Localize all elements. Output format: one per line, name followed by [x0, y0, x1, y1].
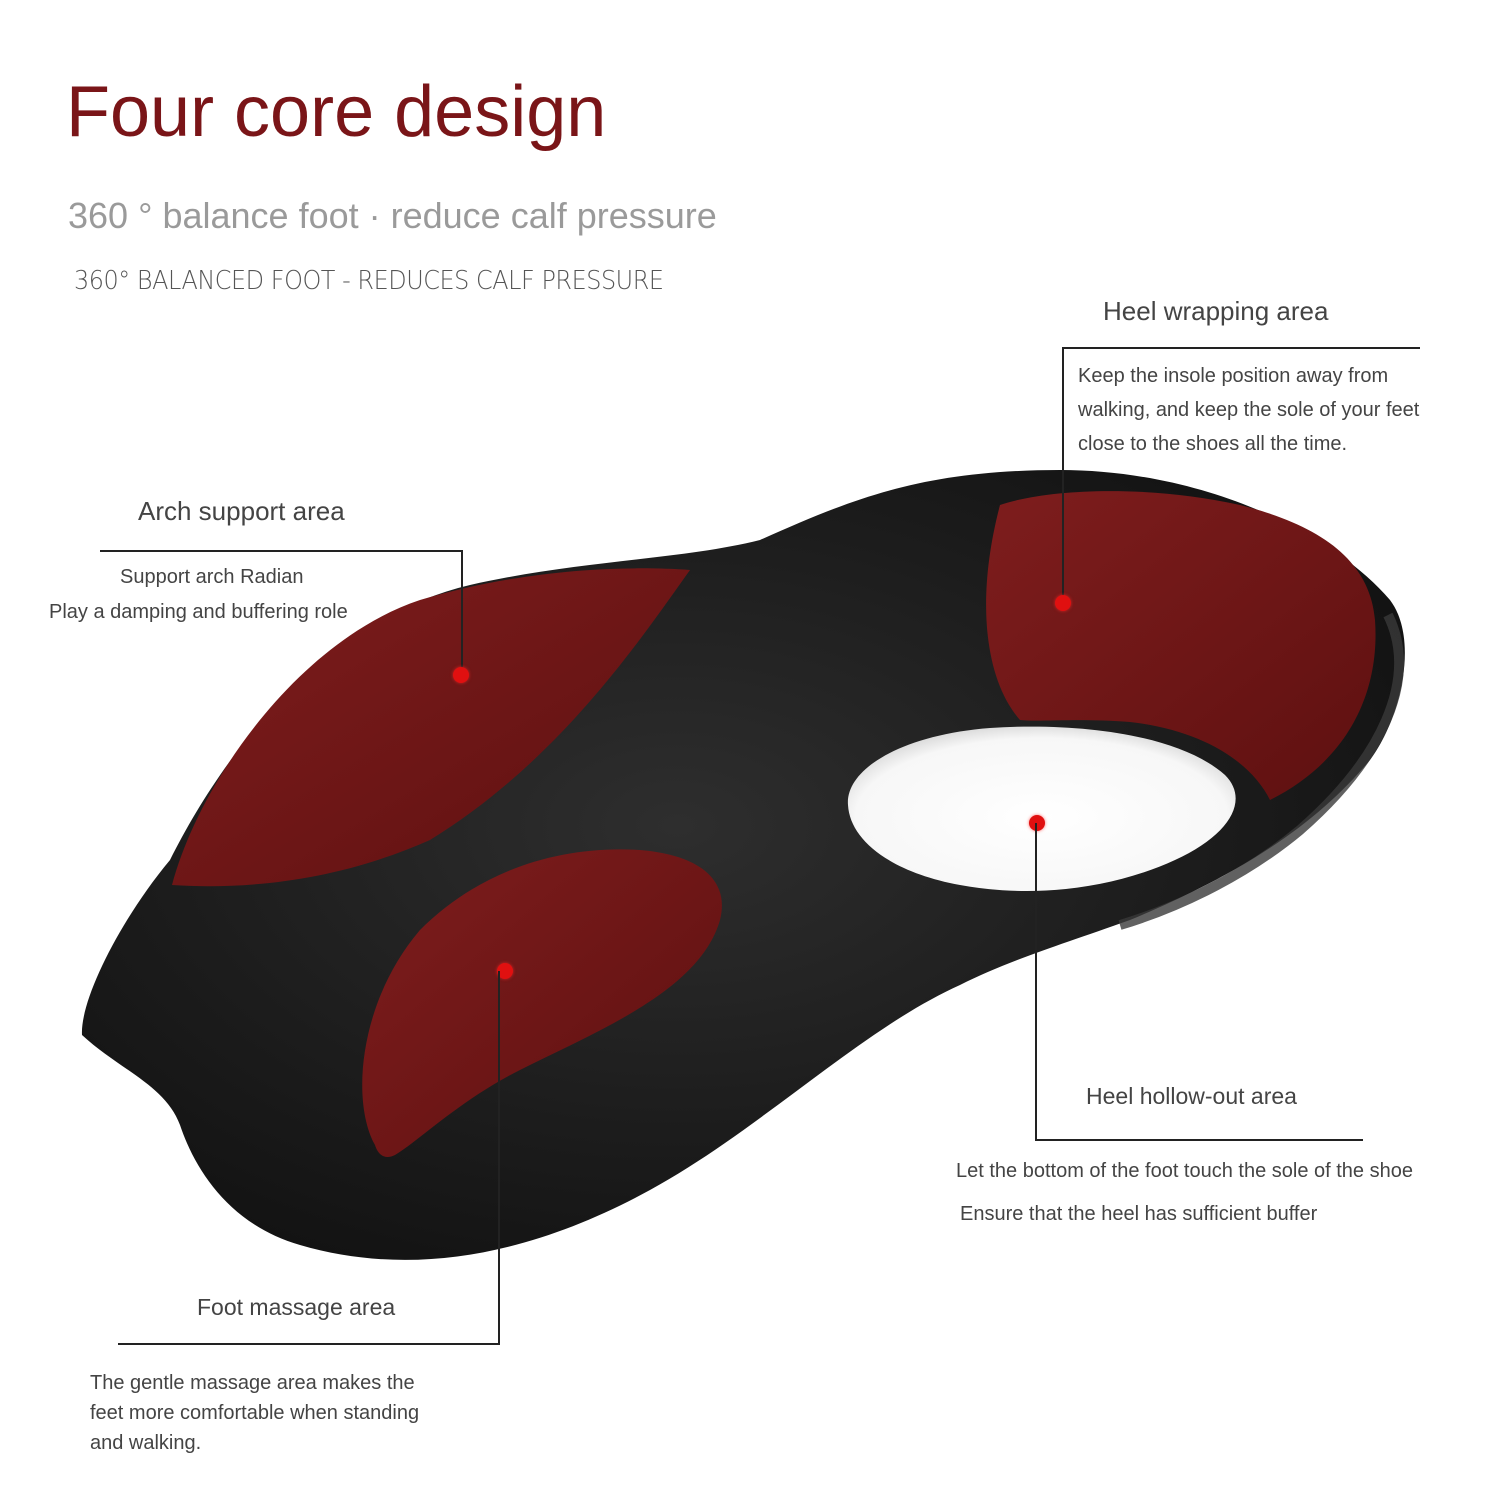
heel-wrapping-leader-v — [1062, 347, 1064, 604]
foot-massage-desc-3: and walking. — [90, 1432, 202, 1454]
heel-wrapping-desc-1: Keep the insole position away from — [1078, 365, 1389, 387]
heel-hollow-desc-1: Let the bottom of the foot touch the sol… — [956, 1160, 1413, 1182]
heel-wrapping-leader-h — [1062, 347, 1420, 349]
heel-hollow-desc-2: Ensure that the heel has sufficient buff… — [960, 1203, 1318, 1225]
arch-support-leader-h — [100, 550, 463, 552]
foot-massage-desc-1: The gentle massage area makes the — [90, 1372, 415, 1394]
arch-support-marker-icon — [453, 667, 469, 683]
heel-wrapping-desc-2: walking, and keep the sole of your feet — [1078, 399, 1420, 421]
foot-massage-leader-h — [118, 1343, 500, 1345]
arch-support-desc-2: Play a damping and buffering role — [49, 601, 348, 623]
heel-hollow-region — [847, 726, 1236, 892]
foot-massage-leader-v — [498, 971, 500, 1345]
heel-wrapping-marker-icon — [1055, 595, 1071, 611]
heel-wrapping-title: Heel wrapping area — [1103, 296, 1329, 326]
page-title: Four core design — [66, 72, 607, 152]
foot-massage-marker-icon — [497, 963, 513, 979]
subtitle: 360 ° balance foot · reduce calf pressur… — [68, 195, 717, 236]
foot-massage-title: Foot massage area — [197, 1294, 396, 1320]
heel-hollow-title: Heel hollow-out area — [1086, 1083, 1297, 1109]
heel-wrapping-desc-3: close to the shoes all the time. — [1078, 433, 1348, 455]
foot-massage-desc-2: feet more comfortable when standing — [90, 1402, 420, 1424]
heel-hollow-marker-icon — [1029, 815, 1045, 831]
heel-hollow-leader-h — [1035, 1139, 1363, 1141]
arch-support-desc-1: Support arch Radian — [120, 566, 304, 588]
foot-massage-region — [362, 849, 722, 1157]
arch-support-title: Arch support area — [138, 496, 345, 526]
heel-hollow-leader-v — [1035, 823, 1037, 1141]
arch-support-leader-v — [461, 550, 463, 675]
arch-support-region — [172, 568, 690, 887]
subtitle-english: 360° BALANCED FOOT - REDUCES CALF PRESSU… — [74, 266, 664, 296]
heel-wrapping-region — [986, 491, 1376, 800]
